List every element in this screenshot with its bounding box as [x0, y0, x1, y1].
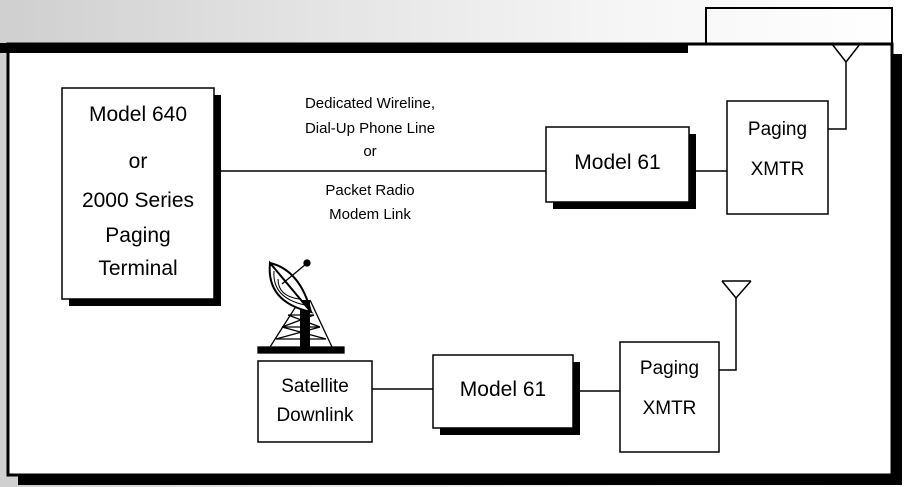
xmtr-label-lower-line1: Paging — [639, 358, 700, 379]
model61-box-lower — [432, 354, 580, 435]
paging-xmtr-box-upper — [726, 100, 829, 215]
paging-terminal-box — [61, 87, 221, 306]
satellite-label-line1: Satellite — [281, 376, 349, 397]
frame-top-bar — [0, 43, 688, 53]
satellite-downlink-box — [257, 360, 373, 443]
terminal-label-line2: or — [128, 150, 148, 173]
xmtr-label-upper-line2: XMTR — [750, 159, 805, 180]
model61-label-upper: Model 61 — [574, 151, 661, 174]
upper-antenna-feed — [828, 62, 847, 130]
terminal-label-line5: Terminal — [98, 257, 178, 280]
paging-xmtr-box-lower — [619, 341, 720, 453]
antenna-icon — [721, 280, 752, 299]
xmtr-label-upper-line1: Paging — [747, 119, 808, 140]
link-label-line4: Packet Radio — [325, 182, 415, 199]
link-label-line5: Modem Link — [329, 206, 411, 223]
frame-top-tab — [705, 7, 893, 44]
satellite-dish-icon — [257, 259, 345, 354]
model61-label-lower: Model 61 — [459, 378, 547, 401]
link-label-line3: or — [363, 143, 377, 160]
link-label-line1: Dedicated Wireline, — [304, 95, 436, 112]
model61-box-upper — [545, 126, 696, 209]
terminal-label-line3: 2000 Series — [81, 189, 195, 212]
terminal-label-line4: Paging — [105, 224, 171, 247]
xmtr-label-lower-line2: XMTR — [642, 398, 697, 419]
link-label-line2: Dial-Up Phone Line — [304, 120, 436, 137]
lower-antenna-feed — [719, 298, 737, 371]
terminal-label-line1: Model 640 — [88, 103, 188, 126]
connection-lines — [221, 62, 847, 392]
antenna-icon — [831, 43, 861, 63]
satellite-label-line2: Downlink — [276, 405, 354, 426]
